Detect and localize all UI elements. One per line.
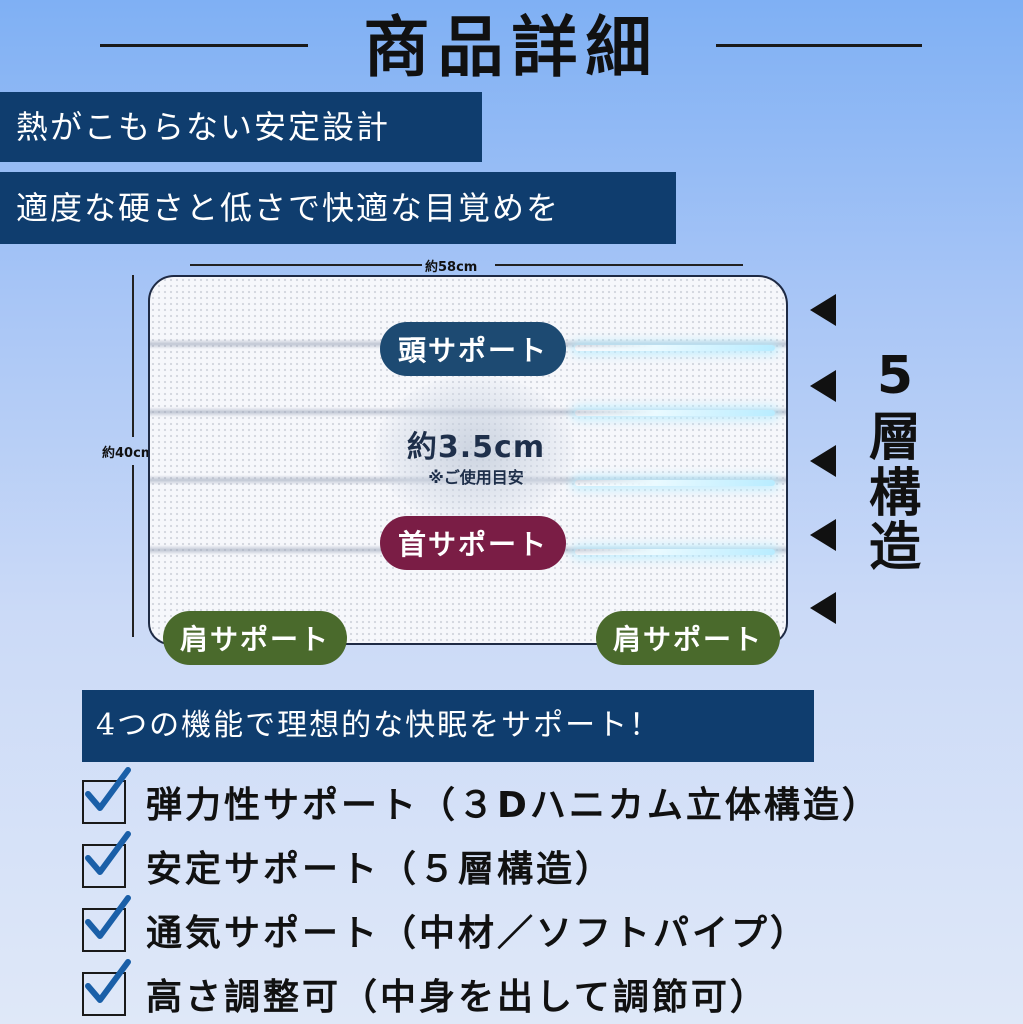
checkbox-icon [82, 767, 131, 824]
banner-wake: 適度な硬さと低さで快適な目覚めを [0, 172, 676, 244]
title-line-left [100, 44, 308, 47]
feature-item-2: 安定サポート（５層構造） [82, 831, 615, 894]
shoulder-support-label-left: 肩サポート [163, 611, 347, 665]
title-line-right [716, 44, 922, 47]
center-height-note: ※ご使用目安 [428, 468, 524, 487]
layer-count-number: 5 [876, 346, 914, 406]
layer-count-char-2: 構 [868, 464, 921, 524]
banner-heat: 熱がこもらない安定設計 [0, 92, 482, 162]
layer-arrow-icon-2 [810, 370, 836, 402]
height-dimension-line-bottom [132, 465, 134, 637]
layer-count-char-1: 層 [868, 408, 921, 468]
head-support-label: 頭サポート [380, 322, 566, 376]
feature-text: 高さ調整可（中身を出して調節可） [146, 977, 769, 1018]
center-height-value: 約3.5cm [406, 430, 546, 465]
layer-glow-3 [575, 480, 775, 486]
shoulder-support-label-right: 肩サポート [596, 611, 780, 665]
checkbox-icon [82, 895, 131, 952]
feature-text: 弾力性サポート（３Dハニカム立体構造） [146, 785, 881, 826]
height-dimension-line-top [132, 275, 134, 437]
banner-features: 4つの機能で理想的な快眠をサポート！ [82, 690, 814, 762]
layer-arrow-icon-5 [810, 592, 836, 624]
feature-text: 通気サポート（中材／ソフトパイプ） [146, 913, 810, 954]
width-dimension-line-right [495, 264, 743, 266]
layer-glow-1 [575, 345, 775, 351]
layer-count-char-3: 造 [868, 518, 921, 578]
checkbox-icon [82, 959, 131, 1016]
page-title: 商品詳細 [363, 8, 660, 86]
layer-arrow-icon-4 [810, 519, 836, 551]
layer-glow-4 [575, 549, 775, 555]
feature-text: 安定サポート（５層構造） [146, 849, 615, 890]
feature-item-4: 高さ調整可（中身を出して調節可） [82, 959, 769, 1022]
height-label: 約40cm [102, 446, 155, 461]
neck-support-label: 首サポート [380, 516, 566, 570]
feature-item-1: 弾力性サポート（３Dハニカム立体構造） [82, 767, 881, 830]
layer-arrow-icon-1 [810, 294, 836, 326]
feature-item-3: 通気サポート（中材／ソフトパイプ） [82, 895, 810, 958]
width-dimension-line-left [190, 264, 422, 266]
checkbox-icon [82, 831, 131, 888]
layer-glow-2 [575, 410, 775, 416]
layer-arrow-icon-3 [810, 445, 836, 477]
pillow-center-depression [375, 375, 575, 525]
width-label: 約58cm [425, 260, 478, 275]
